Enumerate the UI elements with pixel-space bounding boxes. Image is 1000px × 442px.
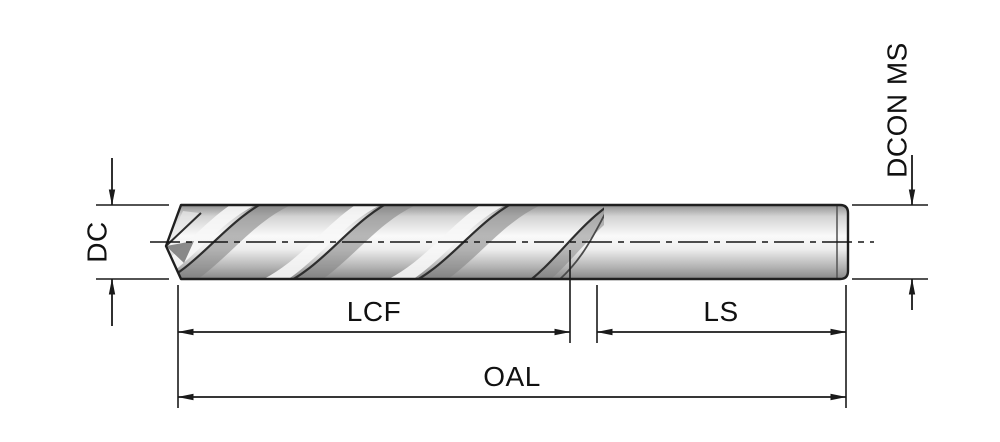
ls-label: LS [703, 296, 738, 327]
dc-dimension: DC [82, 158, 169, 326]
lcf-label: LCF [347, 296, 401, 327]
drill-tip-facet-line [165, 212, 202, 247]
flute-shadow [526, 205, 604, 279]
flute-runout-edge [518, 205, 604, 279]
dcon-label: DCON MS [882, 42, 913, 178]
dcon-dimension: DCON MS [852, 42, 928, 310]
drill-tip-light-facet [169, 211, 199, 241]
drill-outline [164, 203, 850, 281]
ls-dimension: LS [596, 285, 847, 408]
drill-tip-dark-facet [166, 241, 194, 263]
lcf-dimension: LCF [177, 250, 571, 408]
dc-label: DC [82, 221, 113, 262]
oal-label: OAL [483, 361, 541, 392]
oal-dimension: OAL [177, 361, 847, 401]
drill [164, 203, 850, 281]
